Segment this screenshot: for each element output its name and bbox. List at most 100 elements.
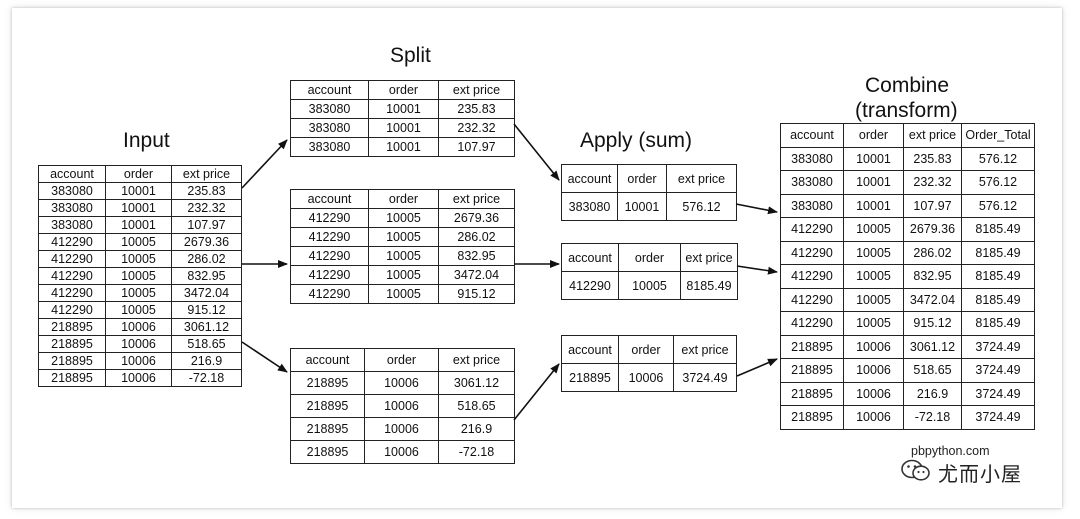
column-header: order (618, 335, 674, 364)
table-cell: 218895 (780, 334, 844, 359)
table-cell: 10001 (368, 118, 439, 138)
table-cell: 10006 (843, 334, 904, 359)
column-header: ext price (666, 164, 737, 193)
watermark-account-name: 尤而小屋 (938, 462, 1022, 486)
table-cell: 412290 (290, 246, 369, 266)
table-cell: 412290 (290, 284, 369, 304)
table-cell: 10006 (105, 369, 172, 387)
table-cell: 10001 (843, 170, 904, 195)
column-header: account (290, 348, 365, 372)
table-cell: 383080 (780, 193, 844, 218)
table-cell: 107.97 (903, 193, 962, 218)
table-cell: 10001 (105, 199, 172, 217)
column-header: order (368, 80, 439, 100)
table-cell: 286.02 (171, 250, 242, 268)
table-cell: 412290 (38, 233, 106, 251)
table-cell: 10006 (843, 381, 904, 406)
table-cell: 235.83 (438, 99, 515, 119)
table-cell: 218895 (38, 318, 106, 336)
column-header: account (290, 189, 369, 209)
table-cell: 10005 (368, 284, 439, 304)
table-cell: 8185.49 (961, 264, 1035, 289)
table-cell: -72.18 (903, 405, 962, 430)
table-cell: 10006 (105, 352, 172, 370)
table-cell: 10001 (105, 182, 172, 200)
table-cell: 10005 (105, 250, 172, 268)
table-cell: 10005 (105, 233, 172, 251)
table-cell: 3061.12 (903, 334, 962, 359)
split-heading: Split (390, 44, 431, 67)
table-cell: 10005 (843, 240, 904, 265)
table-cell: 10001 (105, 216, 172, 234)
table-cell: 286.02 (903, 240, 962, 265)
table-cell: 107.97 (438, 137, 515, 157)
column-header: order (364, 348, 439, 372)
table-cell: 383080 (38, 216, 106, 234)
table-cell: 383080 (780, 170, 844, 195)
table-cell: 10006 (364, 440, 439, 464)
column-header: ext price (680, 243, 738, 272)
table-cell: 232.32 (171, 199, 242, 217)
table-cell: 412290 (38, 284, 106, 302)
table-cell: 10001 (843, 146, 904, 171)
table-cell: 412290 (780, 311, 844, 336)
table-cell: 10006 (618, 363, 674, 392)
table-cell: 2679.36 (903, 217, 962, 242)
table-cell: 3472.04 (438, 265, 515, 285)
table-cell: -72.18 (171, 369, 242, 387)
table-cell: 8185.49 (961, 311, 1035, 336)
table-cell: 218895 (290, 394, 365, 418)
table-cell: 412290 (780, 217, 844, 242)
table-cell: 218895 (290, 440, 365, 464)
table-cell: 10005 (618, 271, 681, 300)
combine-heading: Combine (865, 74, 950, 97)
table-cell: 10006 (843, 358, 904, 383)
table-cell: 383080 (38, 199, 106, 217)
table-cell: 412290 (780, 240, 844, 265)
column-header: order (617, 164, 667, 193)
column-header: account (38, 165, 106, 183)
table-cell: 412290 (290, 265, 369, 285)
column-header: Order_Total (961, 123, 1035, 148)
table-cell: 107.97 (171, 216, 242, 234)
table-cell: 10005 (843, 311, 904, 336)
table-cell: 232.32 (438, 118, 515, 138)
table-cell: 383080 (561, 192, 618, 221)
column-header: account (780, 123, 844, 148)
column-header: ext price (438, 80, 515, 100)
wechat-icon (901, 459, 930, 481)
table-cell: 218895 (38, 369, 106, 387)
table-cell: 10006 (364, 394, 439, 418)
table-cell: 576.12 (961, 193, 1035, 218)
column-header: order (843, 123, 904, 148)
table-cell: 3061.12 (171, 318, 242, 336)
table-cell: 915.12 (171, 301, 242, 319)
